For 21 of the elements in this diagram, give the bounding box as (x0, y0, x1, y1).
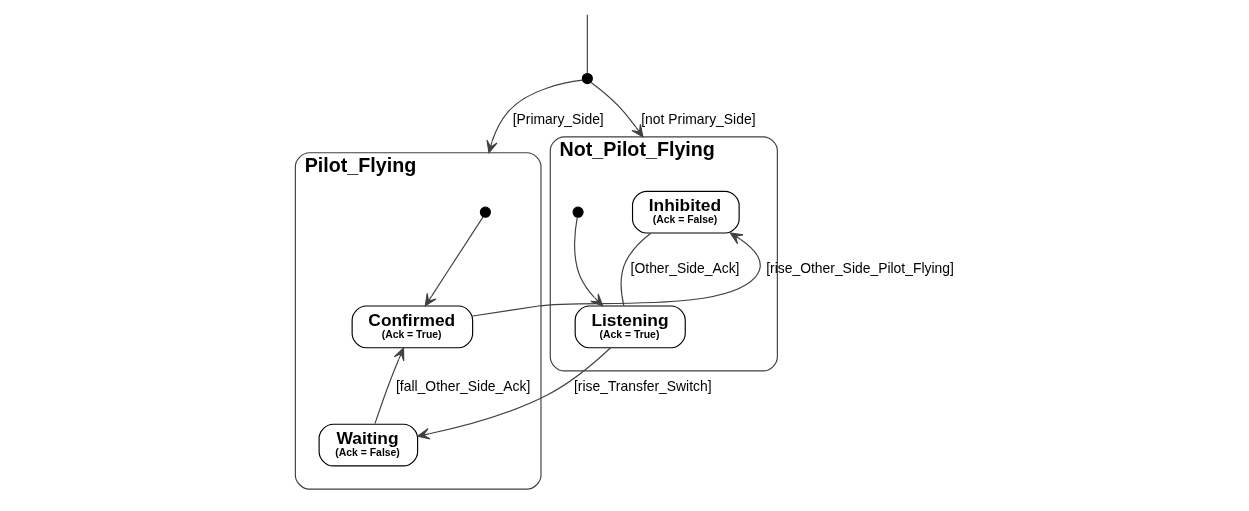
node-box: Listening (Ack = True) (574, 304, 686, 348)
connector (586, 13, 588, 74)
arrow (373, 347, 404, 424)
edge-label: [rise_Transfer_Switch] (573, 377, 712, 394)
edge-label: [Other_Side_Ack] (630, 259, 739, 276)
node-box: Waiting (Ack = False) (318, 423, 418, 466)
connector (620, 232, 651, 306)
node-circle (581, 72, 593, 84)
edge-label: [not Primary_Side] (640, 110, 756, 127)
arrow (590, 81, 643, 137)
arrow (573, 216, 603, 306)
node-box: Inhibited (Ack = False) (631, 190, 740, 234)
arrow (416, 346, 611, 439)
edge-label: [fall_Other_Side_Ack] (395, 377, 530, 394)
node-circle (479, 206, 491, 218)
node-box: Confirmed (Ack = True) (351, 304, 473, 348)
arrow (485, 79, 583, 153)
edge-label: [Primary_Side] (512, 110, 604, 127)
node-circle (572, 206, 584, 218)
arrow (471, 232, 761, 317)
arrow (424, 216, 484, 306)
